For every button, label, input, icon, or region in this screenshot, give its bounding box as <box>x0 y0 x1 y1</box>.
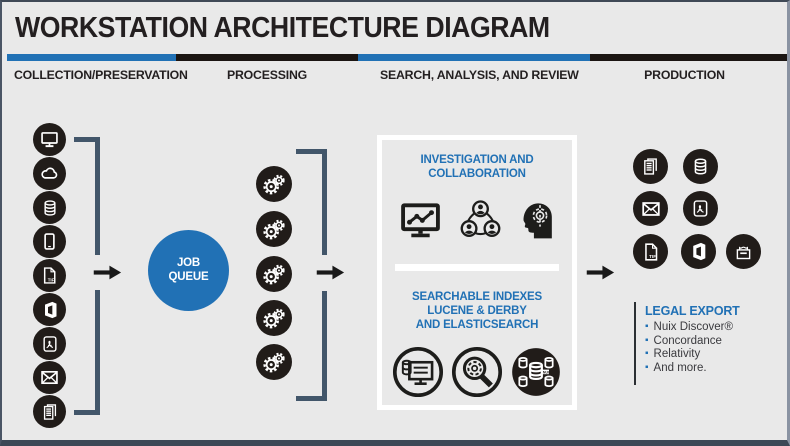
collection-bracket-bottom <box>74 410 100 415</box>
nuix-database-cluster-icon <box>510 346 562 398</box>
indexes-icons-row <box>382 346 572 398</box>
index-monitor-database-icon <box>392 346 444 398</box>
legal-export-title: LEGAL EXPORT <box>645 304 740 318</box>
phase-bar-segment-production <box>590 54 787 61</box>
column-label-production: PRODUCTION <box>644 68 725 82</box>
legal-export-item: Relativity <box>645 348 785 362</box>
mobile-phone-icon <box>33 225 66 258</box>
legal-export-list: Nuix Discover® Concordance Relativity An… <box>645 321 785 375</box>
flow-arrow-icon <box>92 263 124 282</box>
records-icon <box>633 149 668 184</box>
tif-document-icon <box>33 259 66 292</box>
investigation-icons-row <box>382 197 572 242</box>
phase-bar <box>7 54 787 61</box>
microsoft-office-icon <box>681 234 716 269</box>
column-label-search: SEARCH, ANALYSIS, AND REVIEW <box>380 68 579 82</box>
legal-export-section: LEGAL EXPORT Nuix Discover® Concordance … <box>645 304 785 375</box>
gears-icon <box>256 166 292 202</box>
collaboration-people-icon <box>458 197 503 242</box>
database-icon <box>33 191 66 224</box>
legal-export-item: Concordance <box>645 335 785 349</box>
job-queue-node: JOB QUEUE <box>148 230 229 311</box>
flow-arrow-icon <box>315 263 347 282</box>
flow-arrow-icon <box>585 263 617 282</box>
investigation-collaboration-heading: INVESTIGATION AND COLLABORATION <box>420 154 534 181</box>
legal-export-item: Nuix Discover® <box>645 321 785 335</box>
analytics-monitor-icon <box>396 198 445 242</box>
gears-icon <box>256 211 292 247</box>
page-title: WORKSTATION ARCHITECTURE DIAGRAM <box>15 12 550 44</box>
database-icon <box>683 149 718 184</box>
phase-bar-segment-processing <box>176 54 358 61</box>
email-icon <box>33 361 66 394</box>
gears-icon <box>256 300 292 336</box>
phase-bar-segment-search <box>358 54 590 61</box>
collection-bracket-upper <box>95 137 100 255</box>
pdf-document-icon <box>683 191 718 226</box>
gears-icon <box>256 344 292 380</box>
pdf-document-icon <box>33 327 66 360</box>
job-queue-label-line1: JOB <box>176 256 201 269</box>
search-analysis-review-panel: INVESTIGATION AND COLLABORATION SEARCHAB… <box>377 135 577 410</box>
intelligence-head-icon <box>516 197 559 242</box>
microsoft-office-icon <box>33 293 66 326</box>
column-label-processing: PROCESSING <box>227 68 307 82</box>
export-box-icon <box>726 234 761 269</box>
cloud-icon <box>33 157 66 190</box>
panel-divider <box>395 264 559 271</box>
gears-icon <box>256 256 292 292</box>
phase-bar-segment-collection <box>7 54 176 61</box>
legal-export-item: And more. <box>645 362 785 376</box>
column-label-collection: COLLECTION/PRESERVATION <box>14 68 188 82</box>
collection-bracket-top <box>74 137 100 142</box>
processing-bracket-lower <box>322 291 327 401</box>
collection-bracket-lower <box>95 290 100 415</box>
processing-bracket-bottom <box>296 396 327 401</box>
processing-bracket-upper <box>322 149 327 255</box>
desktop-computer-icon <box>33 123 66 156</box>
email-icon <box>633 191 668 226</box>
job-queue-label-line2: QUEUE <box>168 270 209 283</box>
legal-export-rule <box>634 302 636 385</box>
searchable-indexes-heading: SEARCHABLE INDEXES LUCENE & DERBY AND EL… <box>412 291 542 332</box>
processing-bracket-top <box>296 149 327 154</box>
tif-document-icon <box>633 234 668 269</box>
records-icon <box>33 395 66 428</box>
forensic-search-icon <box>451 346 503 398</box>
